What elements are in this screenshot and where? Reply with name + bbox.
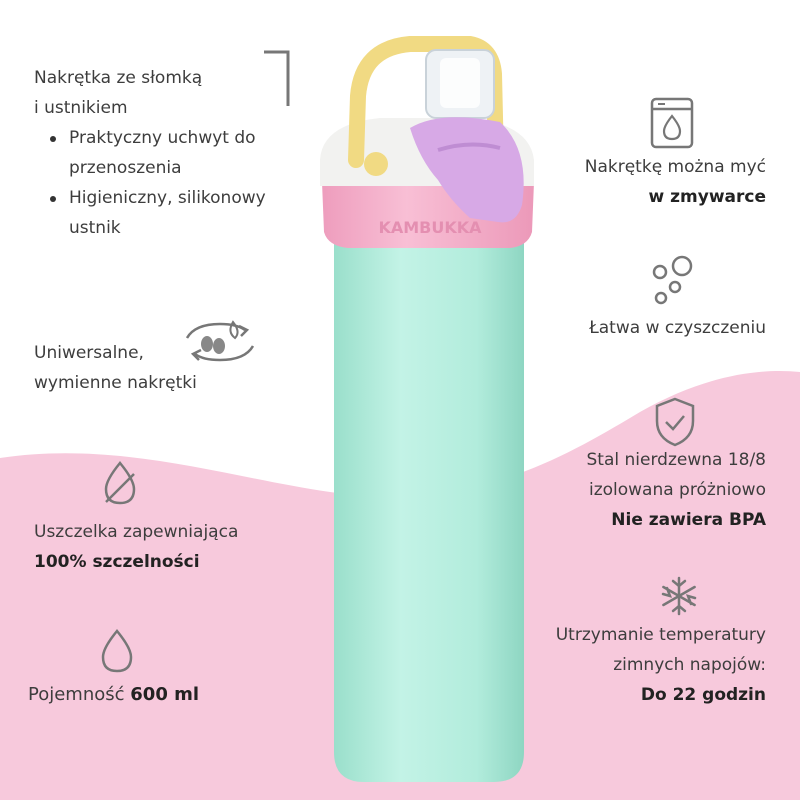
easy-clean-feature: Łatwa w czyszczeniu <box>589 318 766 338</box>
bullet-item: Praktyczny uchwyt do przenoszenia <box>34 123 266 183</box>
cold-feature: Utrzymanie temperatury zimnych napojów: … <box>555 625 766 705</box>
universal-lids-feature: Uniwersalne, wymienne nakrętki <box>34 343 197 393</box>
capacity-feature: Pojemność 600 ml <box>28 684 200 705</box>
bracket-line-icon <box>264 50 290 106</box>
dishwasher-icon <box>650 97 694 149</box>
straw-lid-title-line2: i ustnikiem <box>34 98 128 118</box>
snowflake-icon <box>661 576 697 616</box>
shield-check-icon <box>655 397 695 447</box>
steel-feature: Stal nierdzewna 18/8 izolowana próżniowo… <box>586 450 767 530</box>
drop-icon <box>101 629 133 673</box>
swap-lids-icon <box>185 320 255 362</box>
straw-lid-title-line1: Nakrętka ze słomką <box>34 68 203 88</box>
drop-crossed-icon <box>104 461 136 505</box>
dishwasher-feature: Nakrętkę można myć w zmywarce <box>584 157 766 207</box>
straw-lid-bullets: Praktyczny uchwyt do przenoszenia Higien… <box>34 123 266 243</box>
brand-embossed: KAMBUKKA <box>378 218 482 237</box>
seal-feature: Uszczelka zapewniająca 100% szczelności <box>34 522 239 572</box>
bubbles-icon <box>652 255 693 305</box>
straw-lid-feature: Nakrętka ze słomką i ustnikiem Praktyczn… <box>34 63 266 243</box>
bullet-item: Higieniczny, silikonowy ustnik <box>34 183 266 243</box>
